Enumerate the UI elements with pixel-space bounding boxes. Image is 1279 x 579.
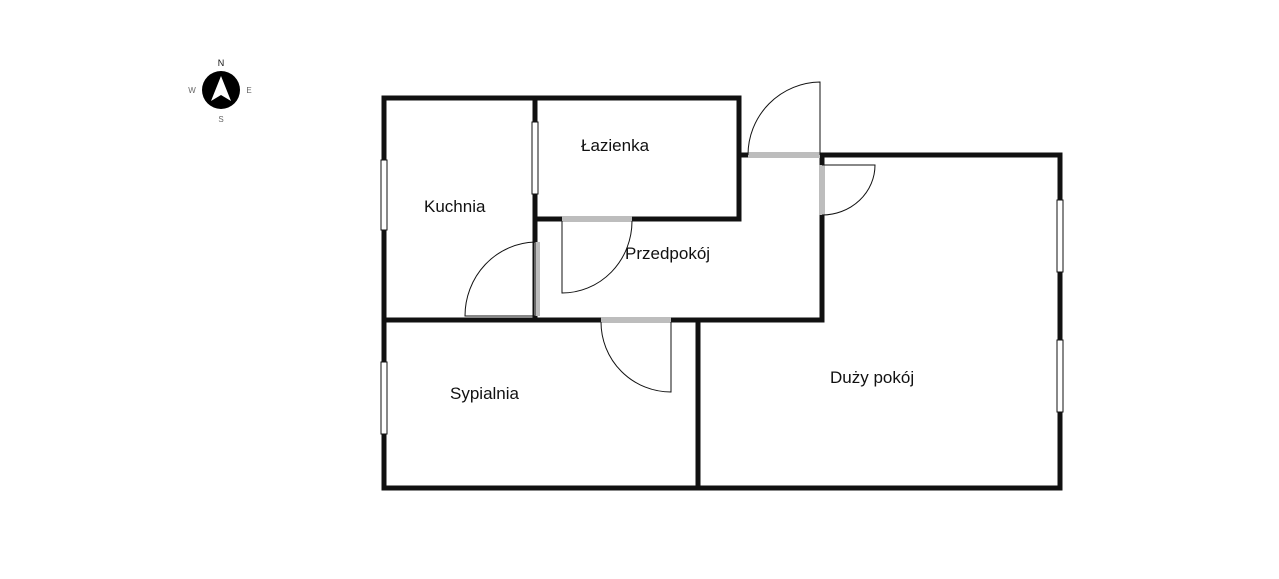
room-label-bedroom: Sypialnia bbox=[450, 384, 520, 403]
compass: N S W E bbox=[188, 58, 251, 124]
door-living bbox=[821, 164, 876, 216]
door-openings bbox=[534, 152, 825, 323]
walls bbox=[381, 95, 1063, 491]
compass-north-arrow-icon bbox=[211, 76, 231, 101]
windows bbox=[380, 121, 1064, 435]
window-living-lower bbox=[1056, 339, 1064, 413]
window-living-upper bbox=[1056, 199, 1064, 273]
room-labels: Kuchnia Łazienka Przedpokój Sypialnia Du… bbox=[424, 136, 914, 403]
door-bathroom bbox=[561, 220, 633, 294]
door-entrance bbox=[747, 81, 821, 156]
compass-south: S bbox=[218, 115, 223, 124]
room-label-hall: Przedpokój bbox=[625, 244, 710, 263]
door-bedroom bbox=[600, 321, 672, 393]
window-kitchen-bathroom bbox=[531, 121, 539, 195]
door-swings bbox=[464, 81, 876, 393]
room-label-kitchen: Kuchnia bbox=[424, 197, 486, 216]
room-label-living: Duży pokój bbox=[830, 368, 914, 387]
window-kitchen bbox=[380, 159, 388, 231]
room-label-bathroom: Łazienka bbox=[581, 136, 650, 155]
compass-west: W bbox=[188, 86, 196, 95]
compass-north: N bbox=[218, 58, 225, 68]
door-kitchen bbox=[464, 241, 536, 317]
window-bedroom bbox=[380, 361, 388, 435]
compass-east: E bbox=[246, 86, 251, 95]
